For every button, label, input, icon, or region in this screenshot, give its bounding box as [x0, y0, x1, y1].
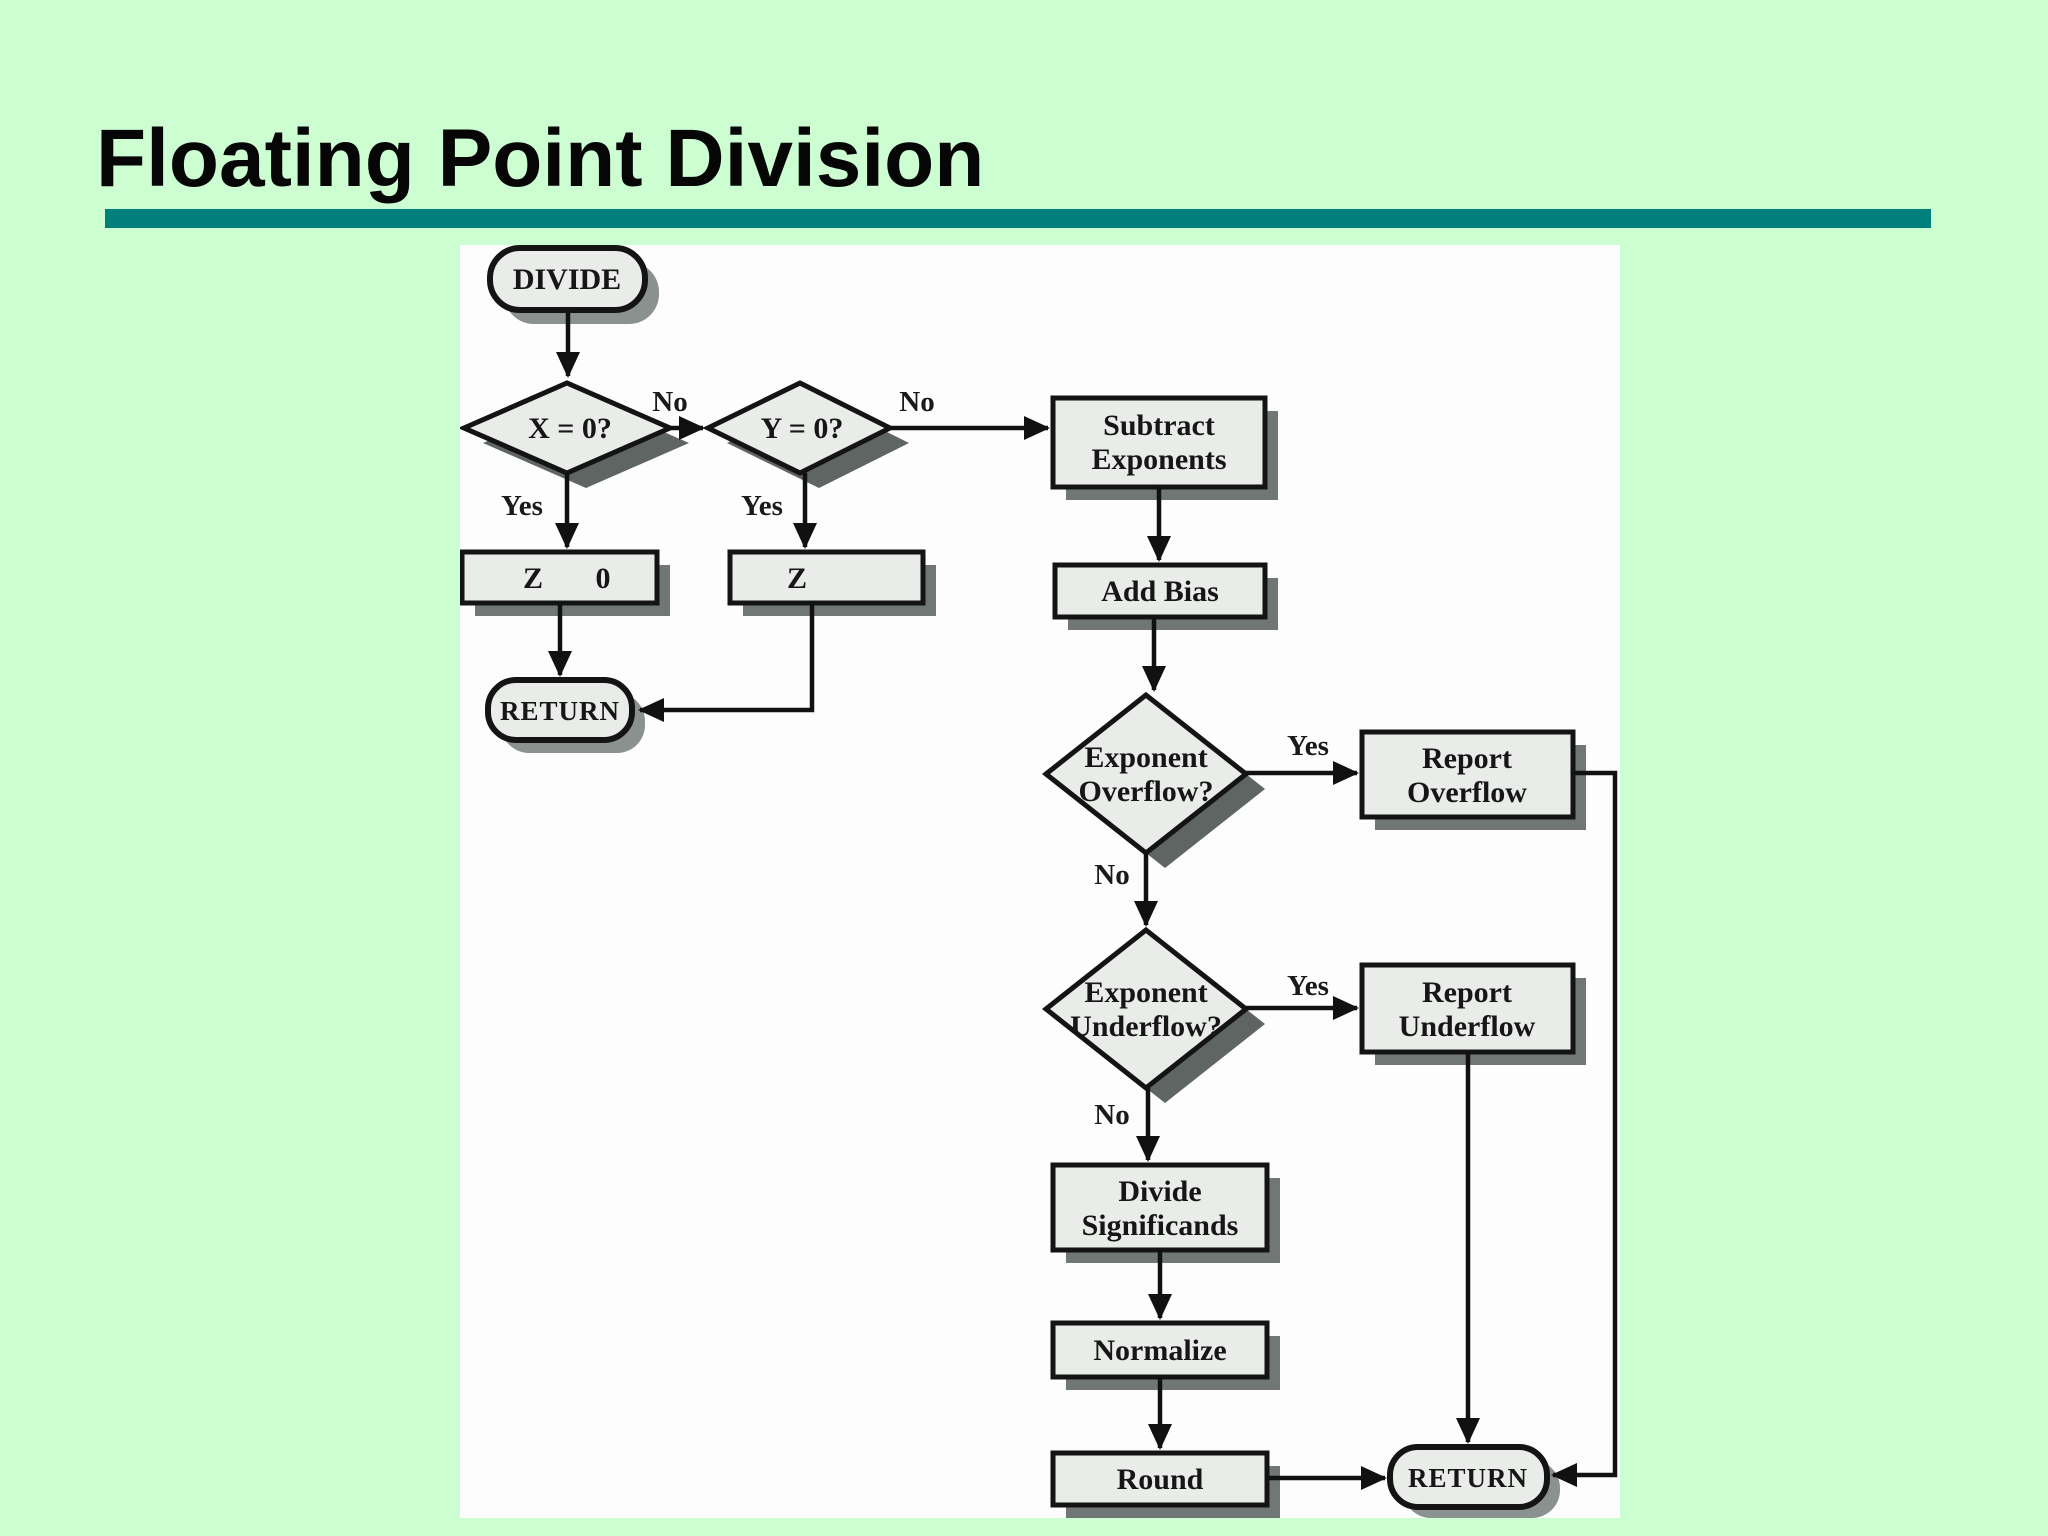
edge-z-infinity-to-return	[638, 603, 815, 722]
report-underflow-line2: Underflow	[1399, 1010, 1536, 1043]
page-title: Floating Point Division	[96, 113, 985, 204]
round-label: Round	[1117, 1463, 1204, 1496]
decision-x-zero	[460, 380, 689, 488]
edge-label-x-yes: Yes	[501, 490, 543, 522]
process-report-overflow	[1359, 729, 1586, 830]
edge-label-y-yes: Yes	[741, 490, 783, 522]
process-normalize	[1050, 1320, 1280, 1390]
edge-label-underflow-yes: Yes	[1287, 970, 1329, 1002]
edge-label-overflow-no: No	[1094, 859, 1129, 891]
process-round	[1050, 1450, 1280, 1518]
divide-significands-line2: Significands	[1082, 1209, 1239, 1242]
report-overflow-line2: Overflow	[1407, 776, 1527, 809]
divide-significands-line1: Divide	[1118, 1175, 1201, 1208]
process-subtract-exponents	[1050, 395, 1278, 500]
return-bottom-label: RETURN	[1408, 1463, 1528, 1493]
process-report-underflow	[1359, 962, 1586, 1065]
z-infinity-label: Z	[787, 562, 807, 595]
add-bias-label: Add Bias	[1101, 575, 1219, 608]
exponent-overflow-diamond-shape	[1041, 691, 1251, 857]
exponent-underflow-diamond-shape	[1041, 926, 1251, 1092]
subtract-exponents-line1: Subtract	[1103, 409, 1215, 442]
edge-label-underflow-no: No	[1094, 1099, 1129, 1131]
return-bottom-terminal-shape	[1387, 1444, 1550, 1510]
process-z-infinity	[727, 549, 936, 616]
report-underflow-line1: Report	[1422, 976, 1512, 1009]
return-top-label: RETURN	[500, 696, 620, 726]
return-terminal-top	[485, 677, 645, 753]
x-zero-label: X = 0?	[528, 412, 612, 445]
divide-significands-box-shape	[1050, 1162, 1270, 1253]
exponent-overflow-line1: Exponent	[1084, 741, 1207, 774]
exponent-overflow-line2: Overflow?	[1079, 775, 1214, 808]
exponent-underflow-line2: Underflow?	[1070, 1010, 1222, 1043]
decision-exponent-underflow	[1041, 926, 1265, 1103]
report-underflow-box-shape	[1359, 962, 1576, 1055]
return-top-terminal-shape	[485, 677, 635, 743]
z-zero-box-shape	[460, 549, 660, 606]
report-overflow-box-shape	[1359, 729, 1576, 820]
edge-label-overflow-yes: Yes	[1287, 730, 1329, 762]
decision-exponent-overflow	[1041, 691, 1265, 868]
add-bias-box-shape	[1052, 562, 1268, 620]
z-zero-label-value: 0	[596, 562, 611, 595]
edge-report-overflow-to-return	[1551, 770, 1618, 1487]
normalize-label: Normalize	[1093, 1334, 1226, 1367]
divide-label: DIVIDE	[513, 263, 621, 296]
subtract-exponents-box-shape	[1050, 395, 1268, 490]
title-underline-rule	[105, 209, 1931, 228]
z-zero-label-z: Z	[523, 562, 543, 595]
edge-label-y-no: No	[899, 386, 934, 418]
subtract-exponents-line2: Exponents	[1091, 443, 1226, 476]
flowchart-svg: DIVIDE X = 0? Y = 0? Z 0 Z RETURN Subtra…	[460, 245, 1618, 1518]
return-terminal-bottom	[1387, 1444, 1560, 1518]
process-divide-significands	[1050, 1162, 1280, 1263]
process-add-bias	[1052, 562, 1278, 630]
report-overflow-line1: Report	[1422, 742, 1512, 775]
z-infinity-box-shape	[727, 549, 926, 606]
process-z-zero	[460, 549, 670, 616]
y-zero-label: Y = 0?	[761, 412, 844, 445]
normalize-box-shape	[1050, 1320, 1270, 1380]
edge-label-x-no: No	[652, 386, 687, 418]
flowchart-panel: DIVIDE X = 0? Y = 0? Z 0 Z RETURN Subtra…	[460, 245, 1620, 1518]
exponent-underflow-line1: Exponent	[1084, 976, 1207, 1009]
